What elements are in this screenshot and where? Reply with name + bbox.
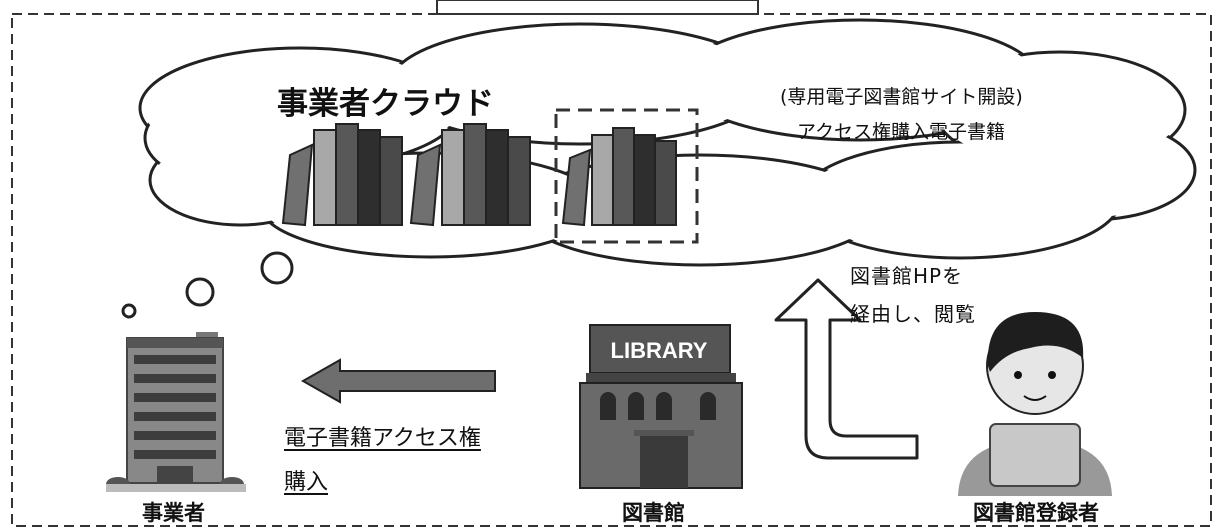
purchased-books-dashed-box (554, 108, 699, 244)
book-group-1 (281, 123, 403, 227)
book-group-2 (409, 123, 531, 227)
access-route-label-line2: 経由し、閲覧 (850, 302, 976, 326)
library-user-caption: 図書館登録者 (973, 501, 1099, 525)
purchase-arrow (300, 358, 496, 404)
access-route-label-line1: 図書館HPを (850, 264, 964, 288)
top-label-box (436, 0, 759, 15)
library-caption: 図書館 (622, 501, 685, 525)
office-building-icon (106, 332, 246, 492)
thought-bubble-large (260, 251, 294, 285)
thought-bubble-small (121, 303, 137, 319)
library-building-icon (579, 324, 743, 489)
library-sign: LIBRARY (611, 338, 708, 363)
thought-bubble-medium (185, 277, 215, 307)
library-user-icon (958, 312, 1112, 496)
cloud-title: 事業者クラウド (277, 86, 494, 122)
cloud-note-line2: アクセス権購入電子書籍 (797, 121, 1006, 143)
business-caption: 事業者 (142, 501, 205, 525)
book-group-3 (561, 127, 677, 227)
access-route-arrow (774, 278, 919, 460)
purchase-label-line2: 購入 (284, 470, 329, 495)
cloud-note-line1: (専用電子図書館サイト開設) (780, 86, 1023, 108)
purchase-label-line1: 電子書籍アクセス権 (284, 426, 481, 451)
